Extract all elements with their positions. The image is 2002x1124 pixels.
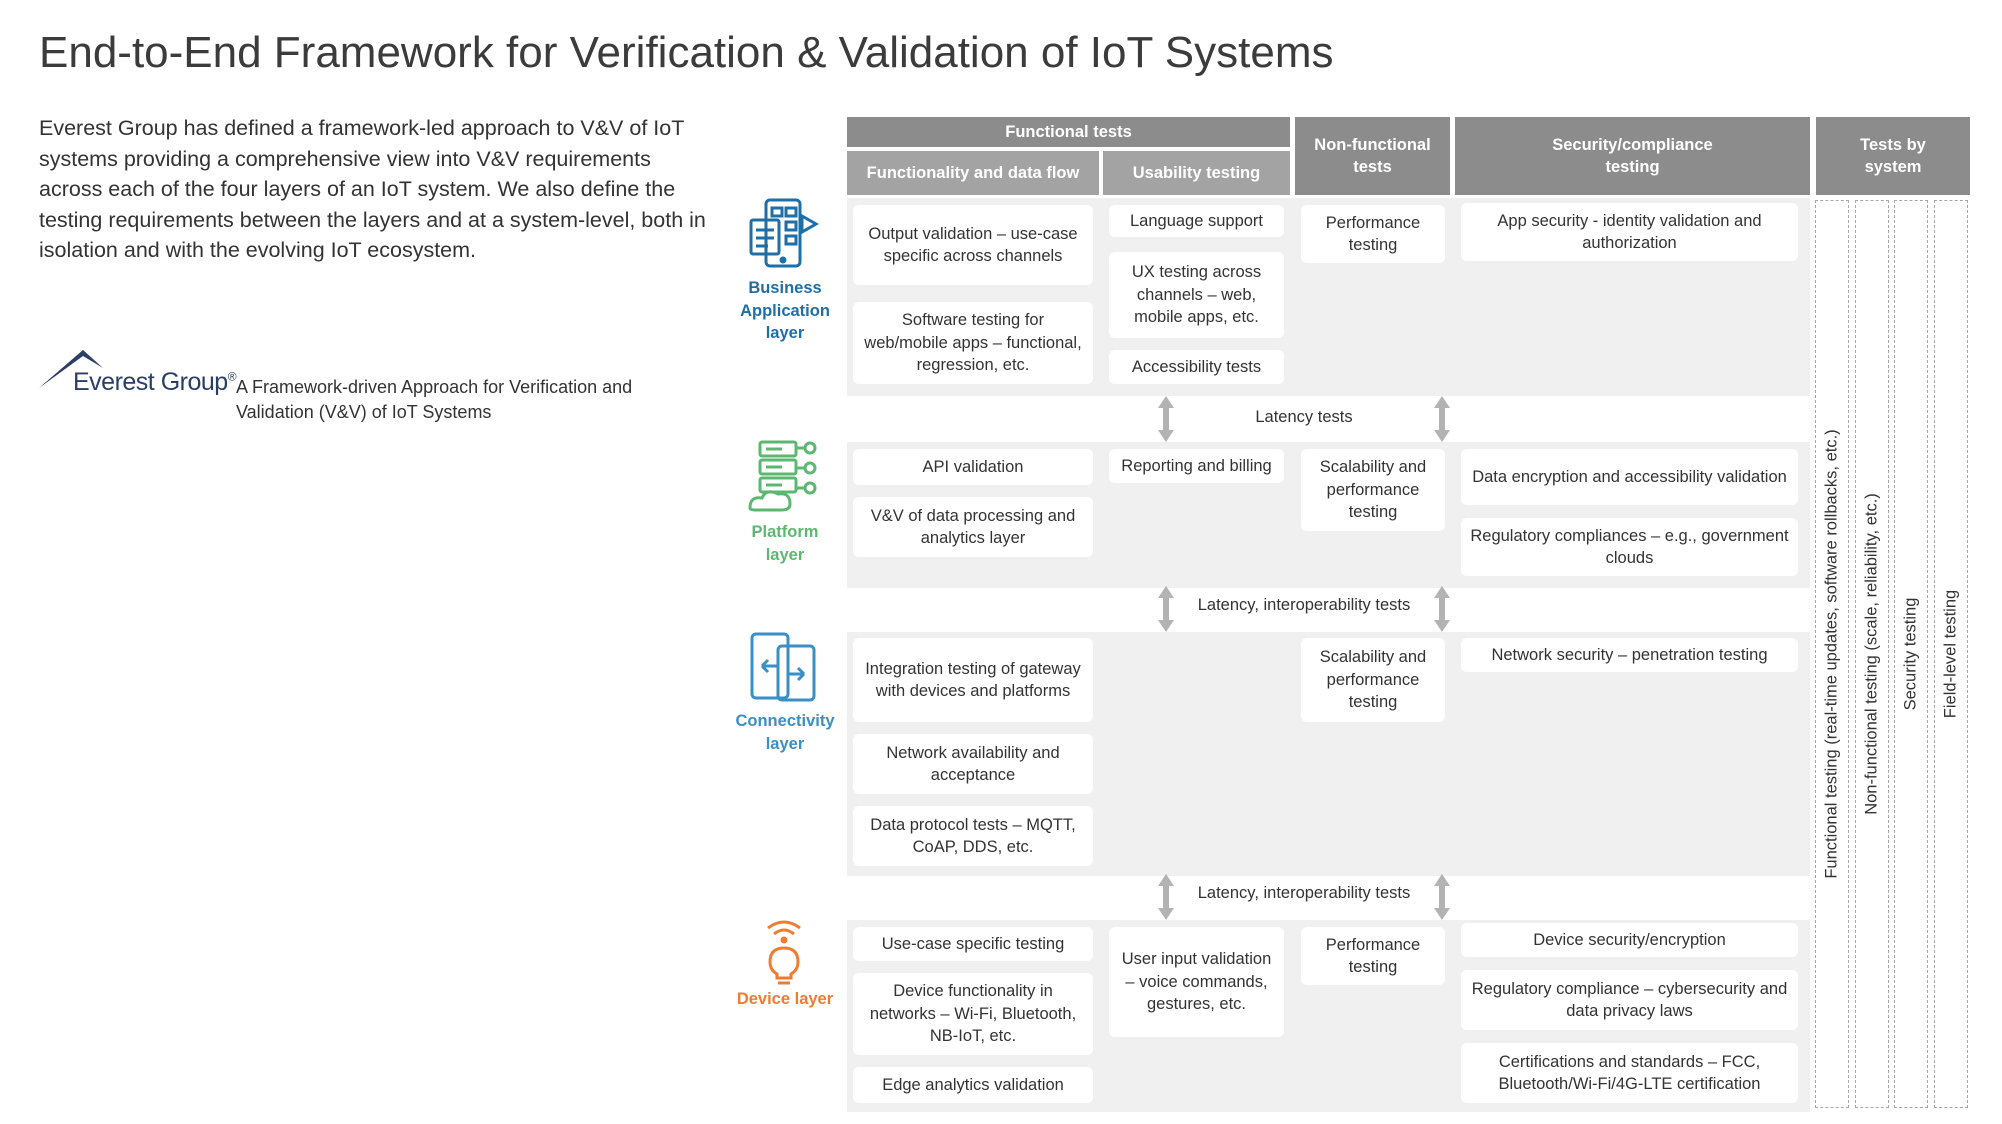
interop-arrow-right-icon-2	[1434, 874, 1450, 920]
latency-interop-label-1: Latency, interoperability tests	[1197, 596, 1411, 614]
header-tests-by-system: Tests by system	[1816, 117, 1970, 195]
platform-usability-item-1: Reporting and billing	[1109, 449, 1284, 483]
connectivity-functionality-item-2: Network availability and acceptance	[853, 734, 1093, 794]
interop-arrow-left-icon	[1158, 586, 1174, 632]
everest-group-logo: Everest Group®	[39, 348, 239, 408]
device-usability-item-1: User input validation – voice commands, …	[1109, 927, 1284, 1037]
system-test-security-label: Security testing	[1901, 597, 1920, 711]
header-functional-tests: Functional tests	[847, 117, 1290, 147]
business-functionality-item-2: Software testing for web/mobile apps – f…	[853, 302, 1093, 384]
connectivity-devices-icon	[750, 632, 816, 702]
logo-name: Everest Group	[73, 368, 228, 396]
latency-arrow-right-icon	[1434, 396, 1450, 442]
business-usability-item-2: UX testing across channels – web, mobile…	[1109, 252, 1284, 338]
connectivity-functionality-item-1: Integration testing of gateway with devi…	[853, 638, 1093, 722]
device-layer-label: Device layer	[736, 990, 834, 1008]
platform-server-icon	[748, 440, 817, 512]
platform-security-item-2: Regulatory compliances – e.g., governmen…	[1461, 518, 1798, 576]
device-security-item-3: Certifications and standards – FCC, Blue…	[1461, 1043, 1798, 1103]
connectivity-functionality-item-3: Data protocol tests – MQTT, CoAP, DDS, e…	[853, 806, 1093, 866]
header-usability-testing: Usability testing	[1103, 151, 1290, 195]
header-functionality-data-flow: Functionality and data flow	[847, 151, 1099, 195]
connectivity-nonfunctional-item-1: Scalability and performance testing	[1301, 638, 1445, 722]
business-application-layer-label: Business Application layer	[740, 279, 830, 342]
intro-paragraph: Everest Group has defined a framework-le…	[39, 116, 706, 262]
business-application-icon	[749, 198, 820, 268]
business-nonfunctional-item-1: Performance testing	[1301, 205, 1445, 263]
latency-tests-label: Latency tests	[1255, 408, 1353, 426]
device-functionality-item-2: Device functionality in networks – Wi-Fi…	[853, 973, 1093, 1055]
device-security-item-1: Device security/encryption	[1461, 923, 1798, 957]
platform-security-item-1: Data encryption and accessibility valida…	[1461, 449, 1798, 505]
device-nonfunctional-item-1: Performance testing	[1301, 927, 1445, 985]
business-usability-item-1: Language support	[1109, 205, 1284, 237]
system-test-nonfunctional: Non-functional testing (scale, reliabili…	[1855, 200, 1889, 1108]
system-test-functional-label: Functional testing (real-time updates, s…	[1822, 429, 1841, 879]
device-functionality-item-1: Use-case specific testing	[853, 927, 1093, 961]
device-security-item-2: Regulatory compliance – cybersecurity an…	[1461, 970, 1798, 1030]
latency-interop-label-2: Latency, interoperability tests	[1197, 884, 1411, 902]
platform-functionality-item-2: V&V of data processing and analytics lay…	[853, 497, 1093, 557]
platform-layer-label: Platform layer	[751, 523, 819, 564]
latency-arrow-left-icon	[1158, 396, 1174, 442]
connectivity-layer-label: Connectivity layer	[735, 712, 835, 753]
business-usability-item-3: Accessibility tests	[1109, 350, 1284, 384]
interop-arrow-left-icon-2	[1158, 874, 1174, 920]
device-lightbulb-icon	[767, 920, 801, 985]
header-non-functional-tests: Non-functional tests	[1295, 117, 1450, 195]
platform-functionality-item-1: API validation	[853, 449, 1093, 485]
framework-caption: A Framework-driven Approach for Verifica…	[236, 377, 633, 422]
system-test-field-level-label: Field-level testing	[1941, 589, 1960, 719]
system-test-nonfunctional-label: Non-functional testing (scale, reliabili…	[1862, 493, 1881, 815]
page-title: End-to-End Framework for Verification & …	[39, 28, 1334, 77]
interop-arrow-right-icon	[1434, 586, 1450, 632]
system-test-functional: Functional testing (real-time updates, s…	[1815, 200, 1849, 1108]
business-functionality-item-1: Output validation – use-case specific ac…	[853, 205, 1093, 285]
logo-registered-mark: ®	[227, 369, 237, 384]
device-functionality-item-3: Edge analytics validation	[853, 1067, 1093, 1103]
header-security-compliance: Security/compliance testing	[1455, 117, 1810, 195]
system-test-security: Security testing	[1894, 200, 1928, 1108]
platform-nonfunctional-item-1: Scalability and performance testing	[1301, 449, 1445, 531]
connectivity-security-item-1: Network security – penetration testing	[1461, 638, 1798, 672]
logo-wordmark: Everest Group®	[73, 368, 237, 397]
system-test-field-level: Field-level testing	[1934, 200, 1968, 1108]
business-security-item-1: App security - identity validation and a…	[1461, 203, 1798, 261]
